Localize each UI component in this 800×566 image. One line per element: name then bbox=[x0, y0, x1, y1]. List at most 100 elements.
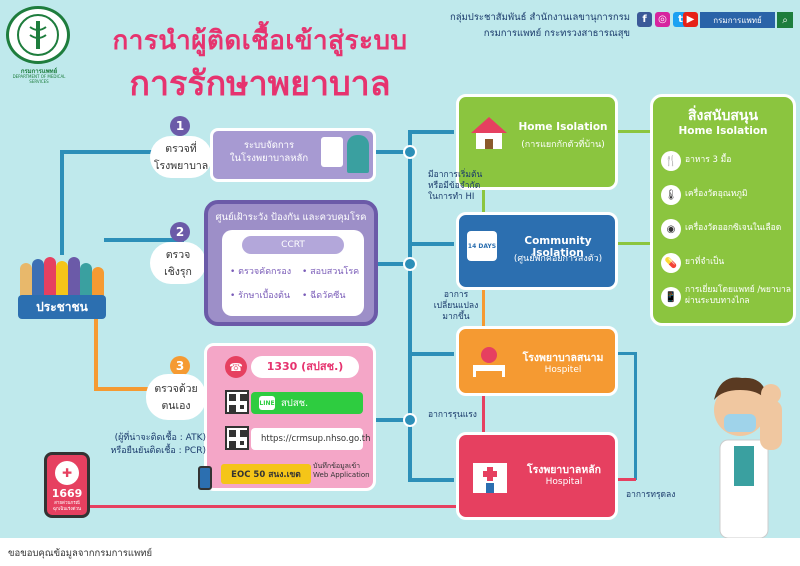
line-official-button[interactable]: LINE สปสช. bbox=[251, 392, 363, 414]
community-sub: (ศูนย์พักคอยการส่งตัว) bbox=[513, 254, 603, 264]
ministry-logo bbox=[6, 6, 70, 64]
emergency-number: 1669 bbox=[51, 487, 83, 500]
hospital-system-text: ระบบจัดการ ในโรงพยาบาลหลัก bbox=[219, 139, 319, 165]
house-icon bbox=[469, 115, 509, 151]
ccrt-item: • สอบสวนโรค bbox=[302, 267, 360, 277]
step-2-line2: เชิงรุก bbox=[164, 266, 192, 278]
junction-dot bbox=[403, 145, 417, 159]
deteriorate-line bbox=[634, 352, 637, 480]
ccrt-item: • รักษาเบื้องต้น bbox=[230, 291, 291, 301]
step-3-line2: ตนเอง bbox=[161, 400, 191, 412]
search-input[interactable]: กรมการแพทย์ bbox=[700, 12, 775, 28]
field-hospital-box: โรงพยาบาลสนาม Hospitel bbox=[456, 326, 618, 396]
main-hospital-box: โรงพยาบาลหลัก Hospital bbox=[456, 432, 618, 520]
footer-credit: ขอขอบคุณข้อมูลจากกรมการแพทย์ bbox=[8, 548, 153, 559]
hospital-system-line1: ระบบจัดการ bbox=[243, 140, 295, 151]
hotline-button[interactable]: 1330 (สปสช.) bbox=[251, 356, 359, 378]
step-2-label: ตรวจ เชิงรุก bbox=[150, 242, 206, 284]
step-1-number: 1 bbox=[170, 116, 190, 136]
thermometer-icon: 🌡 bbox=[661, 185, 681, 205]
deteriorate-line bbox=[618, 478, 636, 481]
junction-dot bbox=[403, 257, 417, 271]
phone-icon: ☎ bbox=[225, 356, 247, 378]
field-hospital-title: โรงพยาบาลสนาม bbox=[522, 352, 604, 364]
facebook-icon[interactable]: f bbox=[637, 12, 652, 27]
support-connector bbox=[618, 242, 652, 245]
eoc-badge: EOC 50 สนง.เขต bbox=[221, 464, 311, 484]
hospital-system-box: ระบบจัดการ ในโรงพยาบาลหลัก bbox=[210, 128, 376, 182]
connector-line bbox=[376, 418, 410, 422]
support-connector bbox=[618, 130, 652, 133]
community-title: Community Isolation bbox=[524, 235, 592, 259]
arrow-to-field bbox=[408, 352, 454, 356]
page-title-line1: การนำผู้ติดเชื้อเข้าสู่ระบบ bbox=[112, 26, 408, 56]
instagram-icon[interactable]: ◎ bbox=[655, 12, 670, 27]
emergency-line bbox=[90, 505, 456, 508]
arrow-to-home bbox=[408, 130, 454, 134]
qr-code-web[interactable] bbox=[225, 426, 249, 450]
step-3-line1: ตรวจด้วย bbox=[154, 383, 198, 395]
step-2-line1: ตรวจ bbox=[165, 249, 191, 261]
oximeter-icon: ◉ bbox=[661, 219, 681, 239]
youtube-icon[interactable]: ▶ bbox=[683, 12, 698, 27]
hospital-system-line2: ในโรงพยาบาลหลัก bbox=[229, 153, 309, 164]
connector-line bbox=[94, 319, 98, 389]
connector-line bbox=[376, 150, 410, 154]
support-item: เครื่องวัดออกซิเจนในเลือด bbox=[685, 223, 782, 233]
hospital-building-icon bbox=[321, 137, 343, 167]
connector-line bbox=[408, 130, 412, 480]
atk-note-line1: (ผู้ที่น่าจะติดเชื้อ : ATK) bbox=[114, 433, 206, 443]
tablet-icon bbox=[198, 466, 212, 490]
down-arrow-green bbox=[482, 190, 485, 212]
down-arrow-red bbox=[482, 396, 485, 432]
logo-name: กรมการแพทย์ bbox=[20, 68, 58, 75]
step-1-label: ตรวจที่ โรงพยาบาล bbox=[150, 136, 212, 178]
hi-symptom-note: มีอาการเริ่มต้น หรือมีข้อจำกัด ในการทำ H… bbox=[428, 170, 483, 202]
org-line1: กลุ่มประชาสัมพันธ์ สำนักงานเลขานุการกรม bbox=[449, 12, 630, 23]
down-arrow-orange bbox=[482, 290, 485, 326]
ci-symptom-note: อาการ เปลี่ยนแปลง มากขึ้น bbox=[433, 290, 479, 322]
step-1-line1: ตรวจที่ bbox=[165, 143, 197, 155]
search-icon[interactable]: ⌕ bbox=[777, 12, 793, 28]
emergency-sub: สายด่วนกรณี ฉุกเฉินเร่งด่วน bbox=[52, 501, 82, 512]
deteriorate-line bbox=[618, 352, 636, 355]
arrow-to-main bbox=[408, 478, 454, 482]
atk-note-line2: หรือยืนยันติดเชื้อ : PCR) bbox=[110, 446, 206, 456]
main-hospital-title: โรงพยาบาลหลัก bbox=[526, 464, 602, 476]
ccrt-inner: CCRT • ตรวจคัดกรอง • สอบสวนโรค • รักษาเบ… bbox=[222, 230, 364, 316]
seal-icon bbox=[17, 14, 59, 56]
ccrt-item: • ฉีดวัคซีน bbox=[302, 291, 346, 301]
connector-line bbox=[60, 150, 64, 255]
support-item: เครื่องวัดอุณหภูมิ bbox=[685, 189, 748, 199]
ccrt-pill: CCRT bbox=[242, 236, 344, 254]
hospital-bed-icon bbox=[469, 345, 509, 379]
step-1-line2: โรงพยาบาล bbox=[153, 160, 209, 172]
qr-code-line[interactable] bbox=[225, 390, 249, 414]
food-icon: 🍴 bbox=[661, 151, 681, 171]
community-badge: 14 DAYS bbox=[467, 231, 497, 261]
emergency-phone[interactable]: ✚ 1669 สายด่วนกรณี ฉุกเฉินเร่งด่วน bbox=[44, 452, 90, 518]
line-icon: LINE bbox=[259, 396, 275, 410]
home-isolation-title: Home Isolation bbox=[518, 121, 608, 133]
doctor-icon bbox=[347, 135, 369, 173]
ccrt-box-title: ศูนย์เฝ้าระวัง ป้องกัน และควบคุมโรค bbox=[215, 212, 367, 223]
support-subheading: Home Isolation bbox=[678, 125, 768, 137]
citizens-label: ประชาชน bbox=[18, 295, 106, 319]
connector-line bbox=[94, 387, 184, 391]
connector-line bbox=[60, 150, 180, 154]
support-item: อาหาร 3 มื้อ bbox=[685, 155, 732, 165]
telemedicine-icon: 📱 bbox=[661, 287, 681, 307]
line-label: สปสช. bbox=[281, 397, 309, 409]
hospital-icon bbox=[469, 455, 511, 495]
support-heading: สิ่งสนับสนุน bbox=[687, 108, 759, 124]
home-isolation-sub: (การแยกกักตัวที่บ้าน) bbox=[521, 140, 605, 150]
connector-line bbox=[104, 238, 184, 242]
step-3-number: 3 bbox=[170, 356, 190, 376]
medicine-icon: 💊 bbox=[661, 253, 681, 273]
step-2-number: 2 bbox=[170, 222, 190, 242]
atk-note: (ผู้ที่น่าจะติดเชื้อ : ATK) หรือยืนยันติ… bbox=[96, 432, 206, 458]
nhso-url-link[interactable]: https://crmsup.nhso.go.th bbox=[251, 428, 371, 450]
field-hospital-sub: Hospitel bbox=[544, 365, 582, 375]
ambulance-icon: ✚ bbox=[55, 461, 79, 485]
logo-subtitle: DEPARTMENT OF MEDICAL SERVICES bbox=[12, 74, 66, 84]
